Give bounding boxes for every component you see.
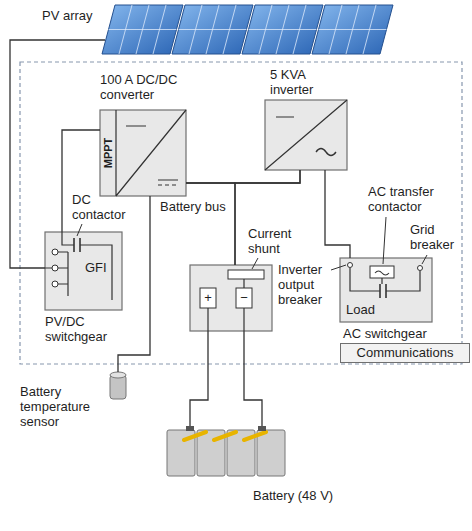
load-label: Load — [346, 302, 375, 317]
switchgear-box — [45, 232, 122, 310]
sensor-label: Battery temperature sensor — [20, 384, 106, 429]
battery: Battery (48 V) — [165, 426, 289, 478]
battery-label: Battery (48 V) — [253, 488, 333, 503]
leader-line — [77, 224, 82, 236]
leader-line — [252, 258, 258, 269]
inverter-symbol — [265, 100, 347, 170]
battery-strap — [184, 432, 266, 440]
pv-array: PV array — [105, 4, 400, 56]
wire-connector — [118, 196, 150, 372]
terminal-sign: − — [236, 288, 252, 308]
bus-wiring — [208, 279, 244, 331]
array-name: PV array — [42, 8, 93, 23]
gfi-label: GFI — [85, 260, 107, 275]
transfer-contactor-symbol — [380, 284, 386, 298]
transfer-switch-box — [370, 266, 394, 278]
battery-terminal — [258, 426, 266, 431]
terminal-sign: + — [200, 288, 216, 308]
callout-label: DC contactor — [72, 192, 134, 222]
wire-connector — [244, 331, 262, 426]
callout-label: Grid breaker — [410, 222, 460, 252]
dc-symbol — [158, 184, 178, 185]
enclosure-outline — [20, 62, 462, 364]
dcdc-converter: 100 A DC/DC converterMPPT — [100, 110, 186, 196]
ac-switchgear-box — [340, 258, 432, 322]
terminal — [52, 249, 58, 255]
temperature-sensor: Battery temperature sensor — [110, 372, 126, 400]
callout-label: Inverter output breaker — [278, 262, 333, 307]
sensor-body — [110, 375, 126, 399]
terminal — [52, 265, 58, 271]
converter-box — [100, 110, 186, 196]
box-heading: 5 KVA inverter — [270, 67, 332, 97]
sensor-top — [110, 372, 126, 378]
breaker-symbol — [348, 263, 353, 268]
dc-contactor-symbol — [74, 238, 80, 252]
wire-connector — [190, 331, 208, 426]
ac-wave-symbol — [316, 149, 336, 156]
current-shunt-symbol — [228, 270, 264, 279]
box-heading: PV/DC switchgear — [45, 314, 125, 344]
ac-wave-symbol — [375, 271, 389, 275]
pv-panel — [242, 5, 323, 54]
callout-label: Battery bus — [160, 199, 226, 214]
wire-connector — [235, 170, 300, 265]
converter-symbol — [116, 110, 186, 196]
callout-label: AC transfer contactor — [368, 184, 448, 214]
mppt-label: MPPT — [100, 110, 116, 196]
ac-switchgear: LoadAC switchgear — [340, 258, 432, 322]
wire-connector — [186, 170, 300, 183]
inverter-box — [265, 100, 347, 170]
pv-panel — [312, 5, 393, 54]
switchgear-wiring — [45, 232, 112, 300]
terminal — [52, 281, 58, 287]
wire-connector — [10, 40, 105, 268]
breaker-symbol — [418, 266, 423, 271]
bus-box — [190, 265, 272, 331]
pv-panel — [102, 5, 183, 54]
box-heading: 100 A DC/DC converter — [100, 72, 195, 102]
inverter: 5 KVA inverter — [265, 100, 347, 170]
callout-label: Current shunt — [248, 226, 298, 256]
communications-box: Communications — [340, 343, 470, 363]
negative-terminal — [236, 288, 252, 308]
battery-terminal — [186, 426, 194, 431]
battery-bus-box: +− — [190, 265, 272, 331]
box-label: Communications — [341, 344, 469, 362]
pv-dc-switchgear: GFIPV/DC switchgear — [45, 232, 122, 310]
pv-panel — [172, 5, 253, 54]
wire-connector — [325, 170, 350, 258]
positive-terminal — [200, 288, 216, 308]
box-heading: AC switchgear — [343, 326, 427, 341]
battery-cell — [257, 430, 285, 476]
wire-connector — [186, 183, 235, 265]
